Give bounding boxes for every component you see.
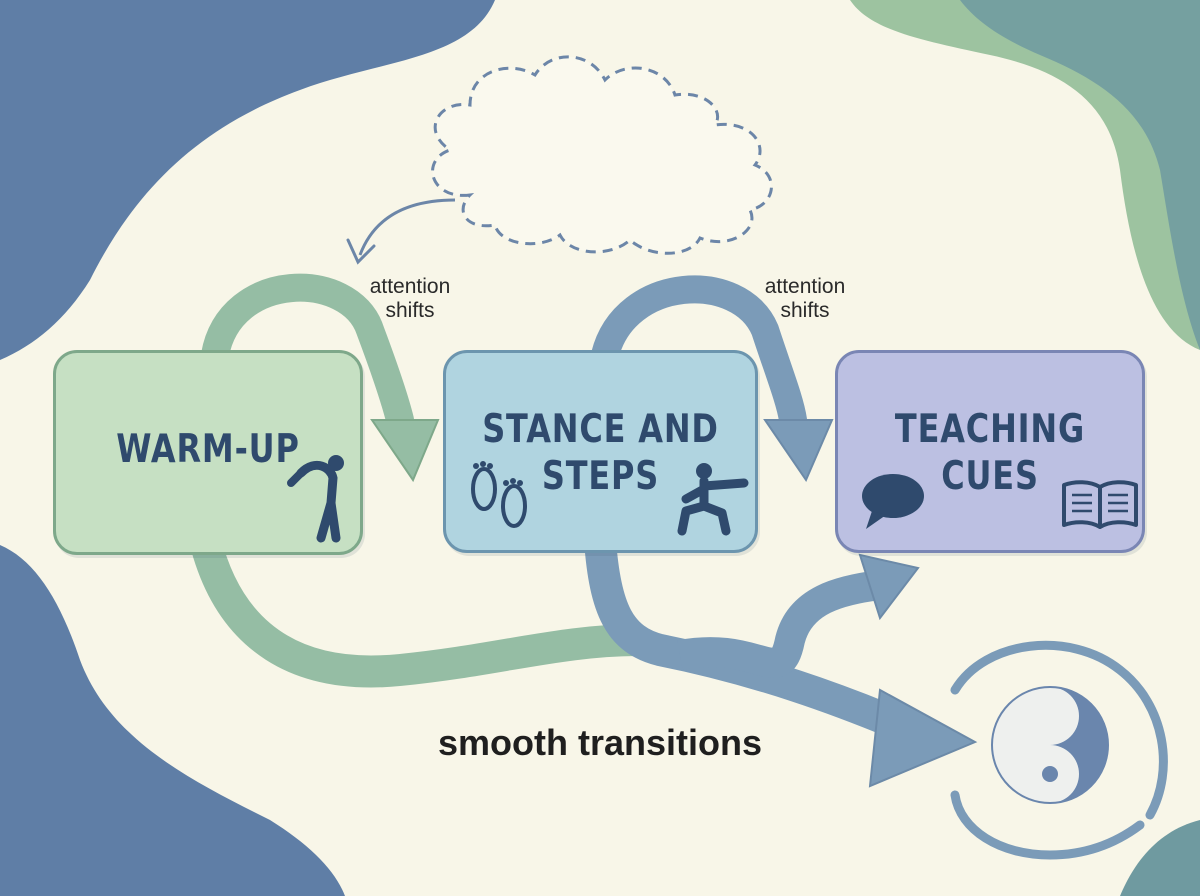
attention-arc-2 bbox=[591, 275, 807, 434]
step-title-line1: TEACHING bbox=[894, 407, 1086, 452]
blob-bottom-left bbox=[0, 545, 345, 896]
step-title-line2: STEPS bbox=[541, 454, 660, 499]
attention-label-2: attention shifts bbox=[735, 275, 875, 323]
attention-label-1-line2: shifts bbox=[385, 299, 435, 322]
yin-yang-icon bbox=[991, 686, 1109, 804]
dashed-cloud-icon bbox=[431, 55, 773, 255]
attention-arc-1 bbox=[201, 273, 414, 434]
step-title-line2: CUES bbox=[941, 454, 1039, 499]
attention-label-2-line2: shifts bbox=[780, 299, 830, 322]
transition-flow-up bbox=[677, 570, 882, 678]
step-title: WARM-UP bbox=[116, 427, 300, 472]
stretching-person-icon bbox=[287, 455, 344, 543]
cloud-pointer-arrow bbox=[358, 198, 456, 256]
step-title-line1: STANCE AND bbox=[482, 407, 719, 452]
transition-flow-blue bbox=[584, 538, 907, 740]
step-box-warm-up: WARM-UP bbox=[53, 350, 363, 555]
transitions-label: smooth transitions bbox=[438, 722, 763, 763]
blob-top-left bbox=[0, 0, 495, 360]
blob-bottom-right bbox=[1120, 820, 1200, 896]
blob-top-right-teal bbox=[960, 0, 1200, 350]
step-box-stance-and-steps: STANCE AND STEPS bbox=[443, 350, 758, 553]
footprints-icon bbox=[471, 461, 527, 528]
step-box-teaching-cues: TEACHING CUES bbox=[835, 350, 1145, 553]
open-book-icon bbox=[1062, 480, 1138, 529]
attention-label-1-line1: attention bbox=[369, 275, 451, 298]
attention-label-1: attention shifts bbox=[340, 275, 480, 323]
balance-ring-top bbox=[950, 640, 1168, 820]
speech-bubble-icon bbox=[862, 474, 924, 529]
transition-flow-green bbox=[189, 535, 641, 688]
tai-chi-stance-icon bbox=[677, 463, 749, 536]
attention-label-2-line1: attention bbox=[764, 275, 846, 298]
balance-ring-bottom bbox=[950, 790, 1145, 860]
